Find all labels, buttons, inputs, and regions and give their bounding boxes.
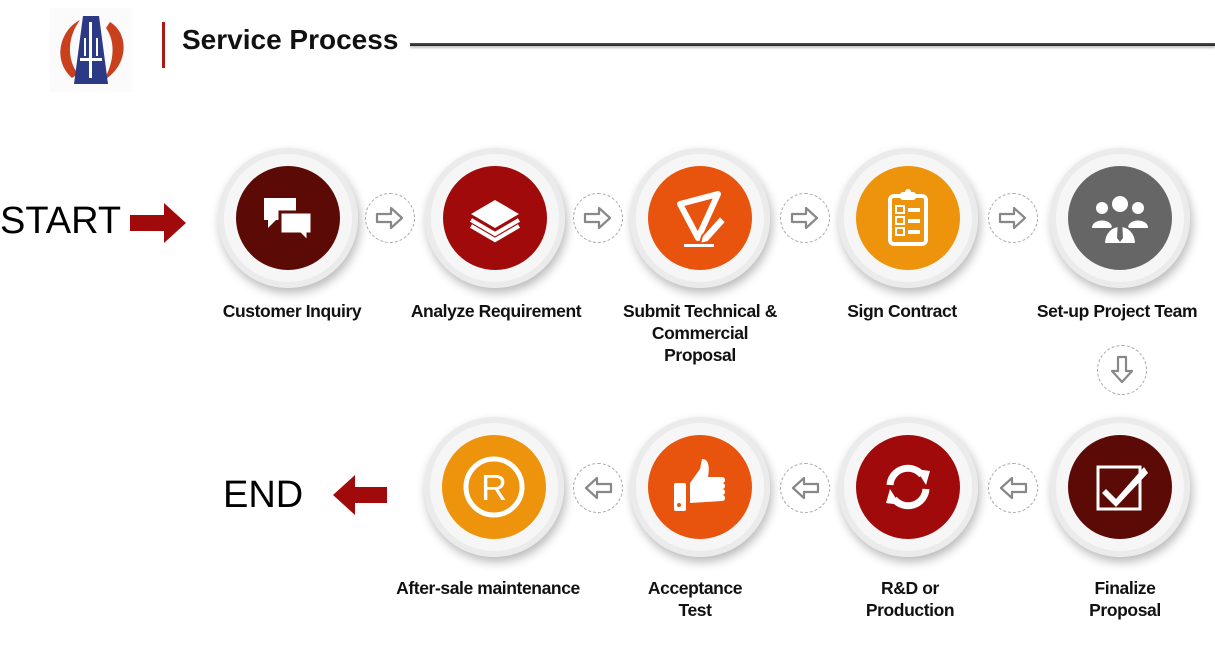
arrow-right-icon <box>790 206 819 230</box>
end-label: END <box>223 474 304 516</box>
connector-left <box>573 463 623 513</box>
step-disc <box>648 166 752 270</box>
svg-text:R: R <box>481 467 507 508</box>
step-label: Acceptance Test <box>647 578 743 620</box>
step-label: Customer Inquiry <box>222 301 362 321</box>
step-after-sale-maintenance: R <box>424 417 564 557</box>
connector-down <box>1097 345 1147 395</box>
step-disc <box>1068 435 1172 539</box>
clipboard-checklist-icon <box>888 189 928 246</box>
step-disc <box>648 435 752 539</box>
chat-bubbles-icon <box>264 198 314 246</box>
start-arrow-icon <box>130 203 186 248</box>
step-disc: R <box>442 435 546 539</box>
step-customer-inquiry <box>218 148 358 288</box>
title-accent-bar <box>162 22 165 68</box>
step-label: After-sale maintenance <box>396 578 580 598</box>
connector-right <box>988 193 1038 243</box>
company-logo <box>50 8 132 92</box>
step-disc <box>1068 166 1172 270</box>
checkbox-icon <box>1096 465 1148 511</box>
title-underline <box>410 43 1215 46</box>
arrow-left-icon <box>999 476 1028 500</box>
registered-icon: R <box>463 456 525 518</box>
arrow-left-icon <box>584 476 613 500</box>
step-analyze-requirement <box>425 148 565 288</box>
connector-left <box>780 463 830 513</box>
step-finalize-proposal <box>1050 417 1190 557</box>
thumbs-up-icon <box>674 459 725 511</box>
arrow-right-icon <box>375 206 404 230</box>
layers-icon <box>469 200 521 243</box>
step-disc <box>856 435 960 539</box>
step-label: Set-up Project Team <box>1036 301 1198 321</box>
page-title: Service Process <box>182 24 399 55</box>
arrow-left-icon <box>791 476 820 500</box>
step-disc <box>856 166 960 270</box>
step-label: Sign Contract <box>847 301 957 321</box>
step-acceptance-test <box>630 417 770 557</box>
step-rd-production <box>838 417 978 557</box>
step-label: Finalize Proposal <box>1089 578 1161 620</box>
step-disc <box>443 166 547 270</box>
step-setup-project-team <box>1050 148 1190 288</box>
arrow-right-icon <box>998 206 1027 230</box>
end-arrow-icon <box>333 475 387 520</box>
connector-right <box>780 193 830 243</box>
arrow-down-icon <box>1110 355 1134 384</box>
arrow-right-icon <box>583 206 612 230</box>
ruler-pencil-icon <box>677 191 728 247</box>
step-submit-proposal <box>630 148 770 288</box>
step-disc <box>236 166 340 270</box>
step-label: Analyze Requirement <box>410 301 582 321</box>
connector-right <box>365 193 415 243</box>
start-label: START <box>0 200 122 242</box>
step-sign-contract <box>838 148 978 288</box>
refresh-icon <box>886 464 930 510</box>
step-label: Submit Technical & Commercial Proposal <box>623 301 777 365</box>
connector-left <box>988 463 1038 513</box>
step-label: R&D or Production <box>865 578 955 620</box>
connector-right <box>573 193 623 243</box>
team-icon <box>1092 194 1148 245</box>
